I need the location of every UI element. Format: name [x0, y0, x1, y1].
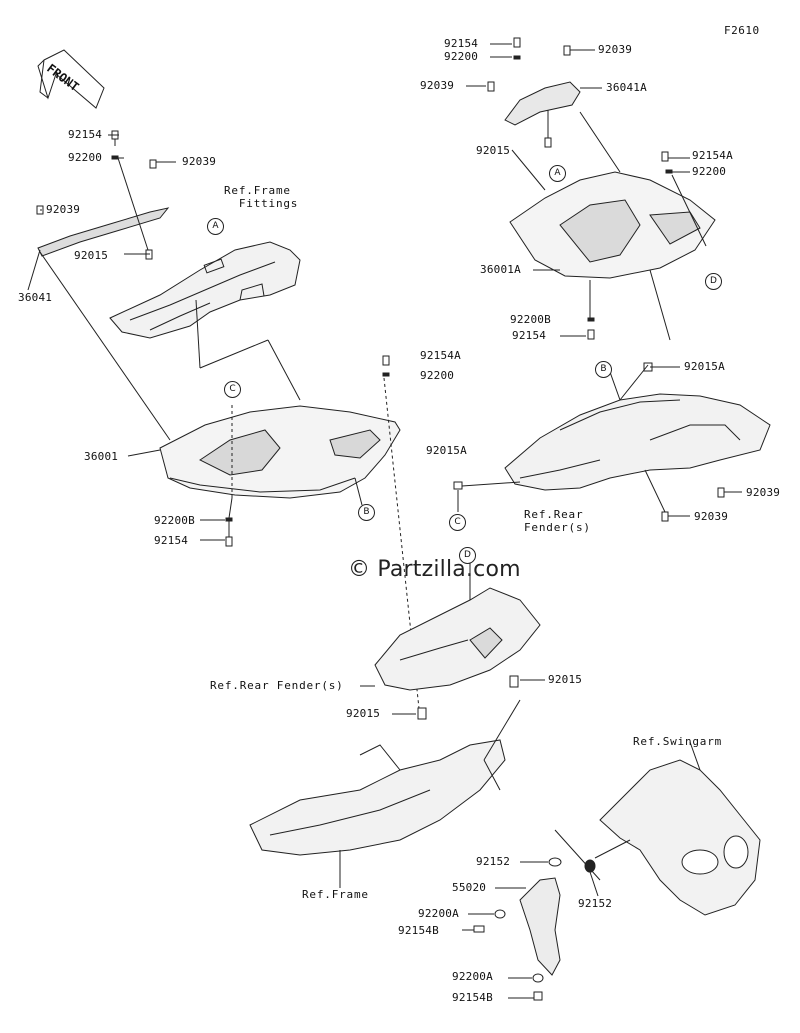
part-number: 36001 — [84, 450, 119, 463]
part-number: 92200A — [418, 907, 459, 920]
part-number: 92154 — [444, 37, 479, 50]
side-cover-36001A — [509, 171, 716, 279]
part-number: 92039 — [694, 510, 729, 523]
part-number: 55020 — [452, 881, 487, 894]
ref-rear-fender-right: Ref.Rear Fender(s) — [524, 508, 591, 534]
circle-label-b: B — [358, 504, 375, 521]
part-number: 36041A — [606, 81, 647, 94]
stay-36041 — [37, 207, 170, 257]
bolt-icon — [453, 37, 725, 522]
part-number: 92039 — [182, 155, 217, 168]
circle-label-c: C — [449, 514, 466, 531]
part-number: 92154B — [452, 991, 493, 1004]
circle-label-d: D — [459, 547, 476, 564]
washer-icon — [494, 857, 596, 983]
circle-label-c: C — [224, 381, 241, 398]
part-number: 92200 — [692, 165, 727, 178]
ref-frame: Ref.Frame — [302, 888, 369, 901]
side-cover-36001 — [159, 405, 401, 499]
part-number: 36001A — [480, 263, 521, 276]
bolt-icon — [473, 925, 543, 1001]
inner-fender-cover — [374, 587, 541, 691]
upper-cover-36041A — [504, 81, 581, 126]
part-number: 92200 — [68, 151, 103, 164]
part-number: 92154 — [68, 128, 103, 141]
part-number: 92039 — [420, 79, 455, 92]
part-number: 92154B — [398, 924, 439, 937]
part-number: 92015 — [548, 673, 583, 686]
ref-swingarm: Ref.Swingarm — [633, 735, 723, 748]
circle-label-a: A — [207, 218, 224, 235]
front-arrow-icon — [37, 49, 105, 109]
part-number: 92154A — [692, 149, 733, 162]
swingarm — [599, 759, 761, 916]
part-number: 92039 — [598, 43, 633, 56]
part-number: 36041 — [18, 291, 53, 304]
bolt-icon — [417, 675, 519, 720]
circle-label-a: A — [549, 165, 566, 182]
chain-guard-55020 — [519, 877, 561, 976]
rear-fender-assembly — [504, 393, 771, 491]
part-number: 92200 — [444, 50, 479, 63]
part-number: 92154 — [154, 534, 189, 547]
figure-code: F2610 — [724, 24, 760, 37]
part-number: 92154A — [420, 349, 461, 362]
frame-fitting-cover — [109, 241, 301, 339]
part-number: 92200A — [452, 970, 493, 983]
watermark: © Partzilla.com — [348, 557, 521, 582]
part-number: 92015 — [476, 144, 511, 157]
part-number: 92039 — [46, 203, 81, 216]
frame-section — [249, 739, 506, 856]
part-number: 92152 — [476, 855, 511, 868]
ref-rear-fender-center: Ref.Rear Fender(s) — [210, 679, 344, 692]
circle-label-d: D — [705, 273, 722, 290]
part-number: 92200 — [420, 369, 455, 382]
part-number: 92154 — [512, 329, 547, 342]
part-number: 92015A — [426, 444, 467, 457]
circle-label-b: B — [595, 361, 612, 378]
part-number: 92015 — [74, 249, 109, 262]
ref-frame-fittings: Ref.Frame Fittings — [224, 184, 299, 210]
part-number: 92015A — [684, 360, 725, 373]
part-number: 92200B — [154, 514, 195, 527]
part-number: 92015 — [346, 707, 381, 720]
part-number: 92152 — [578, 897, 613, 910]
part-number: 92039 — [746, 486, 781, 499]
part-number: 92200B — [510, 313, 551, 326]
